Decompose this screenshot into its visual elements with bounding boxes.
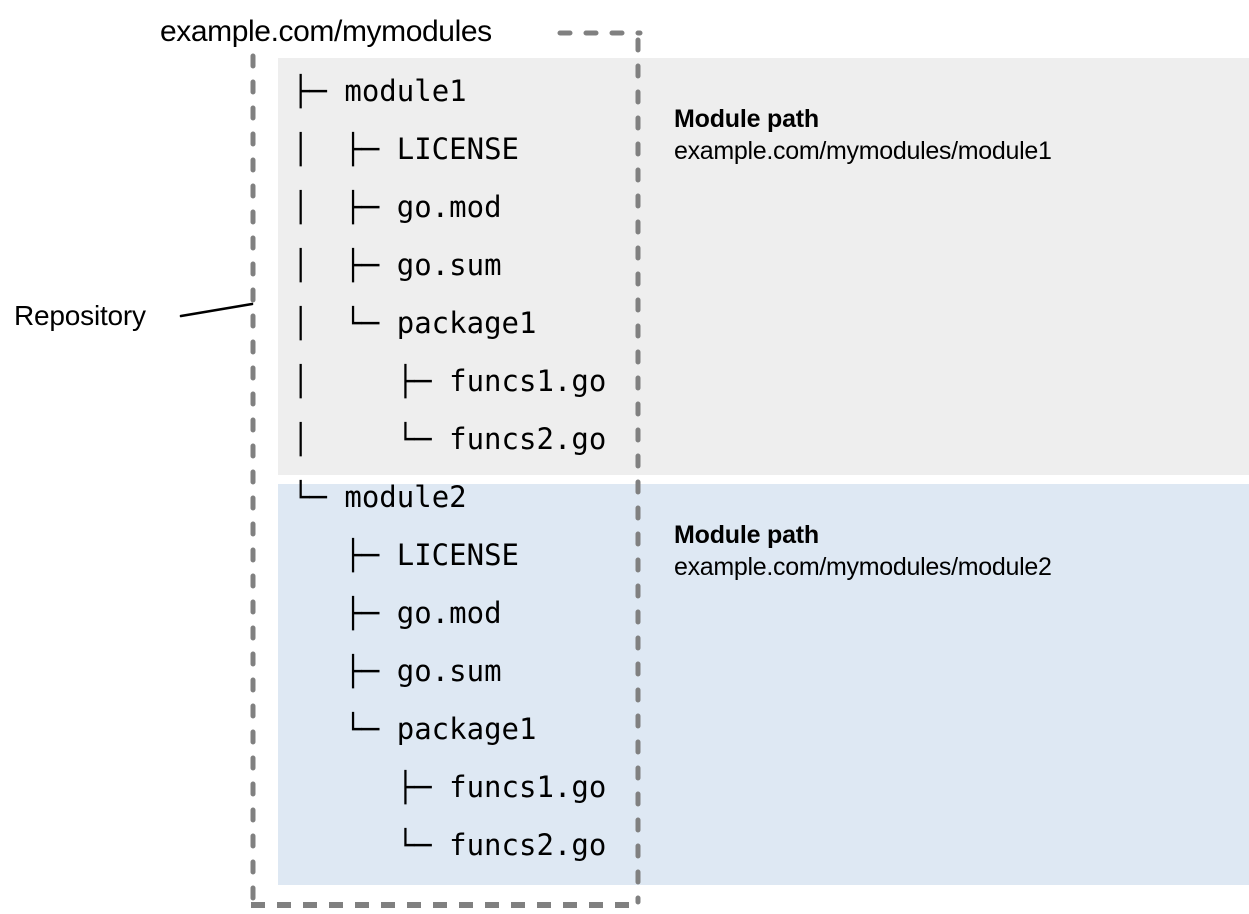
tree-branch-glyph: ├─	[292, 770, 450, 804]
tree-row: ├─ go.mod	[292, 584, 606, 642]
module1-highlight-panel	[278, 58, 1249, 475]
tree-row: │ └─ funcs2.go	[292, 410, 606, 468]
file-tree: ├─ module1│ ├─ LICENSE│ ├─ go.mod│ ├─ go…	[292, 62, 606, 874]
tree-row: ├─ LICENSE	[292, 526, 606, 584]
repository-url-label: example.com/mymodules	[160, 15, 492, 48]
tree-node-label: package1	[396, 306, 537, 340]
tree-node-label: go.mod	[396, 190, 502, 224]
tree-branch-glyph: │ └─	[292, 422, 450, 456]
tree-row: └─ package1	[292, 700, 606, 758]
tree-node-label: go.sum	[396, 248, 502, 282]
tree-node-label: package1	[396, 712, 537, 746]
tree-row: └─ module2	[292, 468, 606, 526]
tree-row: │ └─ package1	[292, 294, 606, 352]
tree-node-label: go.sum	[396, 654, 502, 688]
module2-annotation-title: Module path	[674, 521, 820, 549]
tree-node-label: LICENSE	[396, 132, 519, 166]
tree-branch-glyph: ├─	[292, 74, 345, 108]
tree-row: │ ├─ funcs1.go	[292, 352, 606, 410]
tree-row: │ ├─ go.mod	[292, 178, 606, 236]
tree-branch-glyph: ├─	[292, 596, 397, 630]
tree-row: └─ funcs2.go	[292, 816, 607, 874]
module2-highlight-panel	[278, 484, 1249, 885]
tree-branch-glyph: │ ├─	[292, 190, 397, 224]
tree-branch-glyph: │ ├─	[292, 132, 397, 166]
tree-branch-glyph: ├─	[292, 538, 397, 572]
module1-annotation-title: Module path	[674, 105, 820, 133]
repository-label: Repository	[14, 300, 146, 331]
tree-node-label: funcs1.go	[449, 364, 607, 398]
module2-annotation-value: example.com/mymodules/module2	[674, 553, 1052, 581]
tree-node-label: funcs1.go	[449, 770, 607, 804]
tree-branch-glyph: └─	[292, 828, 450, 862]
tree-branch-glyph: │ ├─	[292, 364, 450, 398]
tree-branch-glyph: │ └─	[292, 306, 397, 340]
repository-leader-line	[179, 302, 254, 318]
tree-node-label: module1	[344, 74, 467, 108]
module1-annotation-value: example.com/mymodules/module1	[674, 137, 1052, 165]
tree-row: ├─ module1	[292, 62, 606, 120]
tree-node-label: module2	[344, 480, 467, 514]
tree-row: │ ├─ go.sum	[292, 236, 606, 294]
tree-branch-glyph: ├─	[292, 654, 397, 688]
module2-annotation: Module path example.com/mymodules/module…	[674, 519, 1234, 583]
tree-row: │ ├─ LICENSE	[292, 120, 606, 178]
module1-annotation: Module path example.com/mymodules/module…	[674, 103, 1234, 167]
tree-row: ├─ funcs1.go	[292, 758, 607, 816]
tree-row: ├─ go.sum	[292, 642, 606, 700]
tree-branch-glyph: │ ├─	[292, 248, 397, 282]
tree-branch-glyph: └─	[292, 712, 397, 746]
tree-node-label: funcs2.go	[449, 828, 607, 862]
tree-node-label: funcs2.go	[449, 422, 607, 456]
tree-node-label: go.mod	[396, 596, 502, 630]
tree-branch-glyph: └─	[292, 480, 345, 514]
tree-node-label: LICENSE	[396, 538, 519, 572]
